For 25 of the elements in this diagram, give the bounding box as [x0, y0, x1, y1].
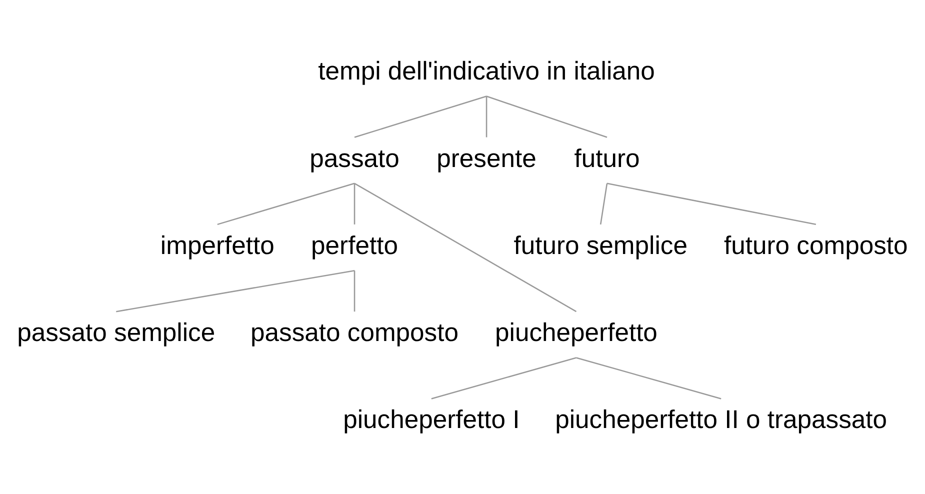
node-text: piucheperfetto [495, 318, 658, 347]
connector [116, 269, 355, 312]
node-text: imperfetto [160, 231, 274, 260]
connector [486, 96, 488, 137]
connector [217, 182, 355, 225]
node-text: presente [436, 144, 536, 172]
node-text: futuro [574, 144, 640, 172]
connector [600, 182, 608, 224]
node-text: futuro composto [724, 231, 908, 260]
node-text: passato composto [250, 318, 459, 347]
connector [354, 182, 577, 312]
node-text: perfetto [311, 231, 398, 260]
node-text: tempi dell'indicativo in italiano [318, 57, 655, 86]
connector [354, 182, 356, 224]
node-text: piucheperfetto I [343, 406, 520, 434]
connector [354, 95, 487, 138]
node-text: futuro semplice [514, 231, 688, 260]
connector [354, 270, 356, 312]
connector [606, 182, 816, 225]
node-text: passato [310, 144, 400, 172]
connector [431, 356, 576, 399]
node-text: piucheperfetto II o trapassato [555, 406, 888, 434]
connector [486, 95, 608, 138]
connector [576, 356, 722, 399]
node-text: passato semplice [17, 318, 216, 347]
